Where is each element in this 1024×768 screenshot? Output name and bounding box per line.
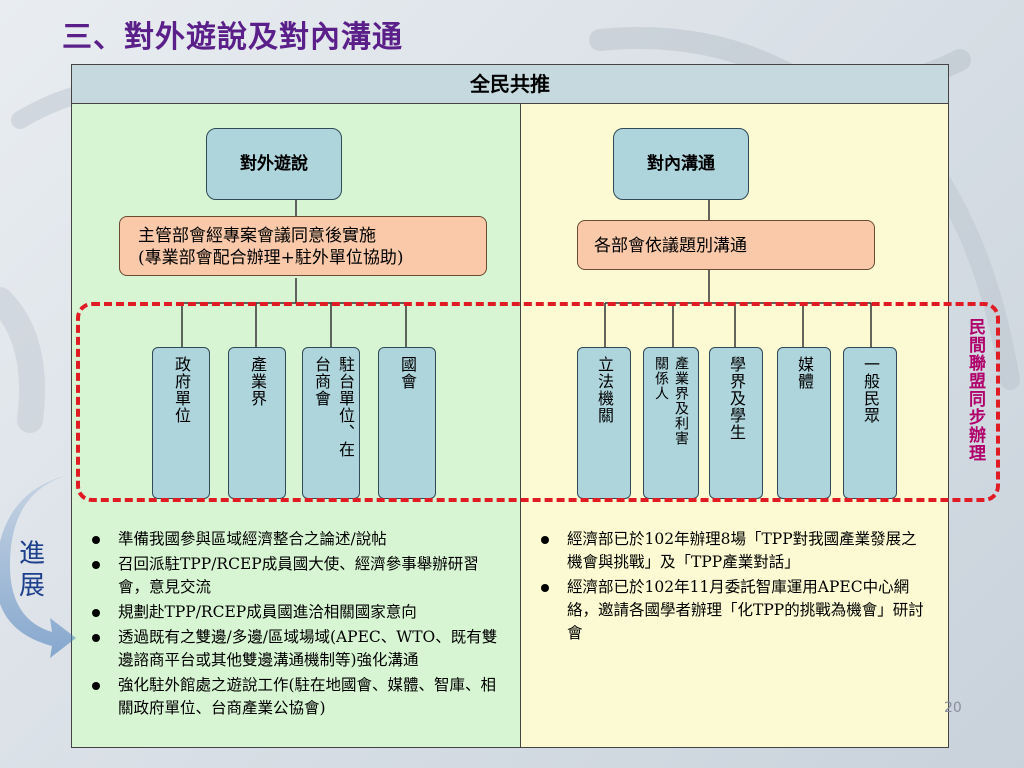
civil-alliance-dashed-group [76, 302, 1000, 502]
target-box-text: 政府單位 [172, 356, 191, 424]
bullet-icon [92, 682, 100, 690]
target-box-industry: 產業界 [228, 347, 286, 499]
list-item: 強化駐外館處之遊說工作(駐在地國會、媒體、智庫、相關政府單位、台商產業公協會) [88, 674, 508, 720]
target-box-legislature: 立法機關 [577, 347, 631, 499]
target-box-media: 媒體 [777, 347, 831, 499]
target-box-text-col2: 駐台單位、在 [336, 356, 355, 458]
target-box-text: 媒體 [795, 356, 814, 390]
target-box-text-col1: 關係人 [653, 356, 669, 401]
target-box-text: 立法機關 [595, 356, 614, 424]
target-box-government: 政府單位 [152, 347, 210, 499]
outreach-head-box: 對外遊說 [206, 128, 342, 200]
bullet-icon [92, 634, 100, 642]
internal-progress-list: 經濟部已於102年辦理8場「TPP對我國產業發展之機會與挑戰」及「TPP產業對話… [537, 528, 927, 647]
target-box-taiwanese-business: 駐台單位、在 台商會 [302, 347, 360, 499]
outreach-sub-line-2: (專業部會配合辦理+駐外單位協助) [138, 248, 404, 268]
list-item: 經濟部已於102年辦理8場「TPP對我國產業發展之機會與挑戰」及「TPP產業對話… [537, 528, 927, 574]
bullet-icon [541, 584, 549, 592]
bullet-icon [92, 536, 100, 544]
list-item: 透過既有之雙邊/多邊/區域場域(APEC、WTO、既有雙邊諮商平台或其他雙邊溝通… [88, 626, 508, 672]
progress-label: 進展 [18, 539, 45, 601]
target-box-industry-stakeholders: 產業界及利害 關係人 [643, 347, 699, 499]
banner: 全民共推 [72, 65, 948, 104]
target-box-text-col2: 產業界及利害 [673, 356, 689, 446]
target-box-text: 產業界 [248, 356, 267, 407]
list-item: 經濟部已於102年11月委託智庫運用APEC中心網絡，邀請各國學者辦理「化TPP… [537, 576, 927, 645]
target-box-public: 一般民眾 [843, 347, 897, 499]
internal-head-box: 對內溝通 [613, 128, 749, 200]
target-box-text: 國會 [398, 356, 417, 390]
left-panel: 對外遊說 主管部會經專案會議同意後實施 (專業部會配合辦理+駐外單位協助) 政府… [72, 104, 521, 747]
list-item: 準備我國參與區域經濟整合之論述/說帖 [88, 528, 508, 551]
target-box-text: 學界及學生 [727, 356, 746, 441]
internal-sub-box: 各部會依議題別溝通 [577, 220, 875, 270]
outreach-sub-line-1: 主管部會經專案會議同意後實施 [138, 226, 376, 246]
bullet-icon [92, 561, 100, 569]
outreach-sub-box: 主管部會經專案會議同意後實施 (專業部會配合辦理+駐外單位協助) [119, 216, 487, 276]
target-box-academia: 學界及學生 [709, 347, 763, 499]
progress-arrow-icon [0, 474, 76, 658]
diagram-frame: 全民共推 對外遊說 主管部會經專案會議同意後實施 (專業部會配合辦理+駐外單位協… [71, 64, 949, 748]
civil-alliance-note: 民間聯盟同步辦理 [965, 318, 985, 462]
outreach-progress-list: 準備我國參與區域經濟整合之論述/說帖 召回派駐TPP/RCEP成員國大使、經濟參… [88, 528, 508, 722]
list-item: 規劃赴TPP/RCEP成員國進洽相關國家意向 [88, 601, 508, 624]
page-number: 20 [944, 700, 962, 716]
right-panel: 對內溝通 各部會依議題別溝通 立法機關 產業界及利害 關係人 學界及學生 媒體 … [521, 104, 948, 747]
page-title: 三、對外遊說及對內溝通 [62, 20, 403, 55]
bullet-icon [541, 536, 549, 544]
list-item: 召回派駐TPP/RCEP成員國大使、經濟參事舉辦研習會，意見交流 [88, 553, 508, 599]
target-box-text: 一般民眾 [861, 356, 880, 424]
bullet-icon [92, 609, 100, 617]
target-box-parliament: 國會 [378, 347, 436, 499]
target-box-text-col1: 台商會 [312, 356, 331, 407]
